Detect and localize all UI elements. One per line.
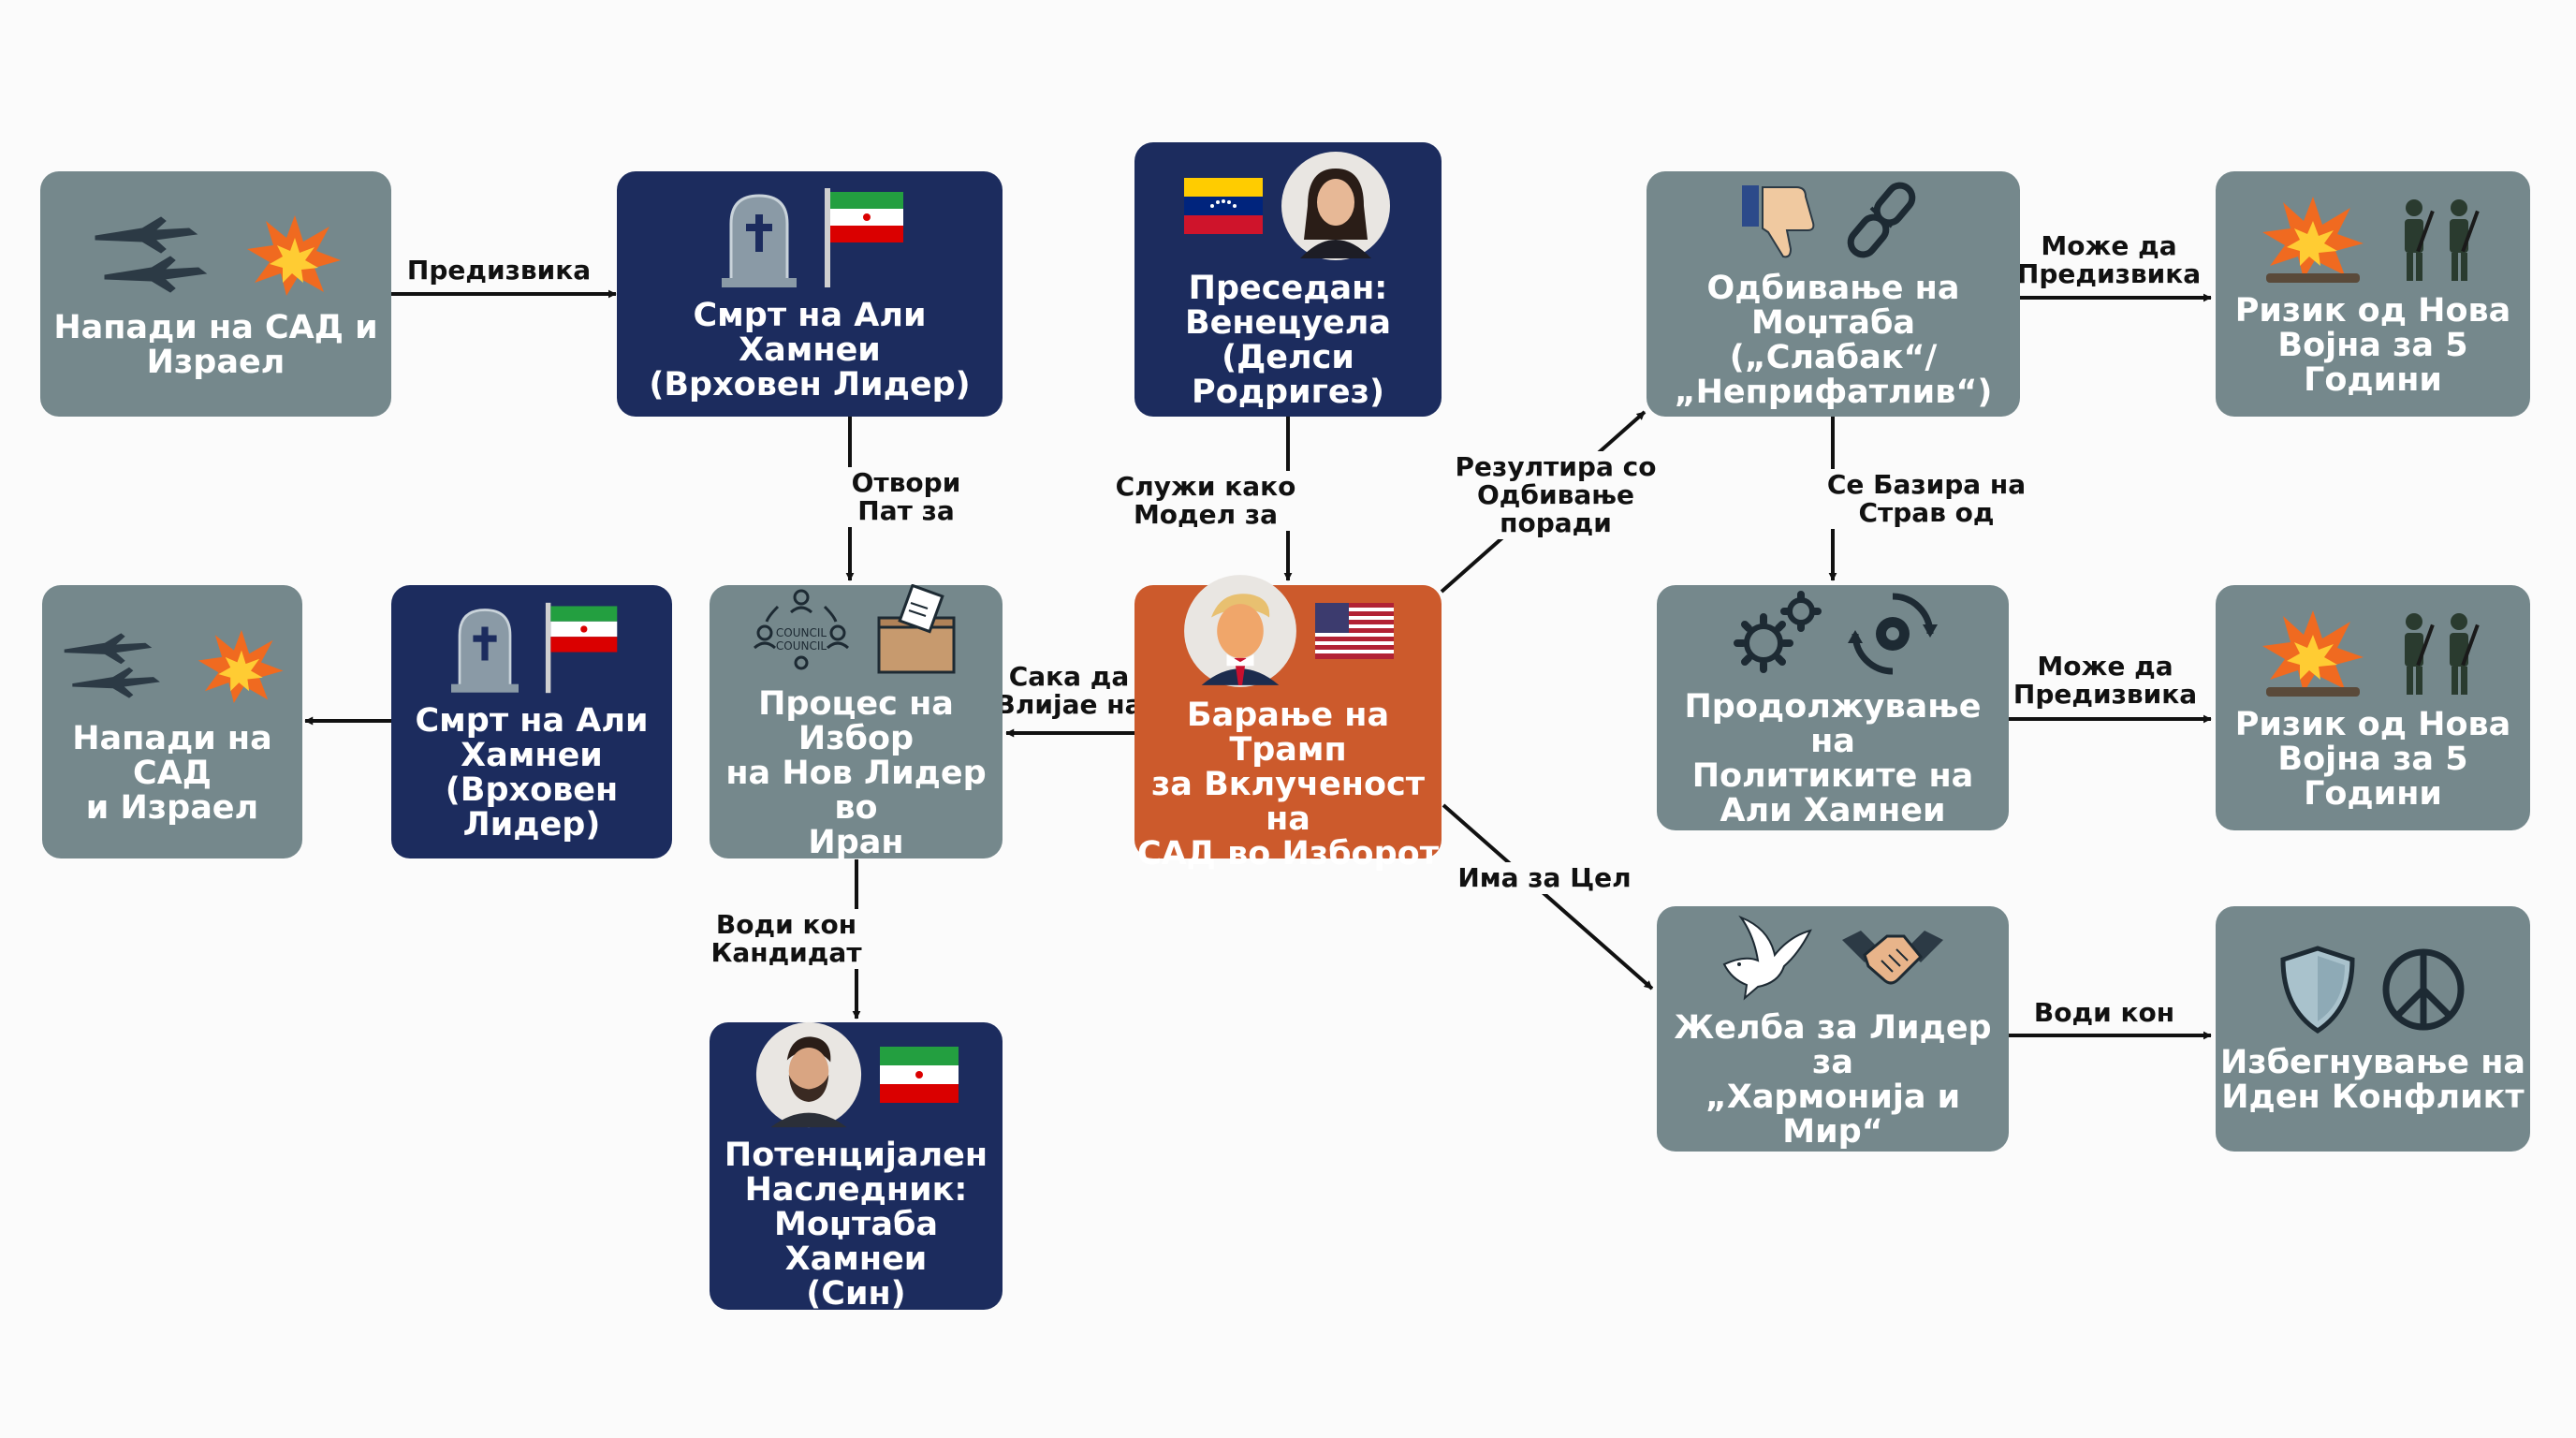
explosion-icon	[2262, 609, 2364, 697]
node-icons	[1182, 573, 1394, 689]
tombstone-icon	[451, 609, 519, 693]
explosion-icon	[246, 215, 341, 296]
tombstone-icon	[722, 193, 797, 287]
edge-label-provokes-top: Предизвика	[402, 255, 595, 286]
soldiers-icon	[2405, 612, 2480, 695]
node-icons	[2276, 943, 2470, 1036]
gears-icon	[1734, 591, 1822, 673]
edge-label-opened-path: Отвори Пат за	[847, 467, 965, 527]
node-khamenei-death-top: Смрт на Али Хамнеи (Врховен Лидер)	[617, 171, 1003, 417]
ballot-box-icon	[877, 583, 955, 673]
node-avoid-conflict: Избегнување на Иден Конфликт	[2216, 906, 2530, 1152]
node-icons	[1726, 587, 1939, 681]
node-label: Напади на САД и Израел	[72, 719, 272, 827]
edge-label-may-provoke-1: Може да Предизвика	[2012, 230, 2205, 290]
node-label: Преседан: Венецуела (Делси Родригез)	[1184, 269, 1392, 411]
node-label: Напади на САД и Израел	[53, 309, 378, 381]
node-label: Избегнување на Иден Конфликт	[2219, 1044, 2526, 1116]
node-harmony-leader-wish: Желба за Лидер за „Хармонија и Мир“	[1657, 906, 2009, 1152]
council-icon: COUNCIL COUNCIL	[753, 589, 849, 669]
node-us-israel-attacks-top: Напади на САД и Израел	[40, 171, 391, 417]
shield-icon	[2280, 946, 2355, 1034]
edge-label-aims-at: Има за Цел	[1454, 862, 1635, 894]
iran-flag-icon	[545, 602, 618, 694]
explosion-icon	[198, 629, 284, 703]
node-khamenei-death-mid: Смрт на Али Хамнеи (Врховен Лидер)	[391, 585, 672, 858]
explosion-icon	[2262, 196, 2364, 283]
node-label: Смрт на Али Хамнеи (Врховен Лидер)	[415, 702, 649, 844]
edge-label-leads-candidate: Води кон Кандидат	[707, 909, 866, 969]
node-war-risk-mid: Ризик од Нова Војна за 5 Години	[2216, 585, 2530, 830]
node-icons	[1736, 178, 1931, 262]
node-label: Потенцијален Наследник: Моџтаба Хамнеи (…	[724, 1137, 988, 1313]
fighter-jets-icon	[64, 632, 160, 698]
edge-label-wants-influence: Сака да Влијае на	[991, 661, 1147, 721]
council-text: COUNCIL	[775, 639, 827, 653]
node-icons	[443, 601, 621, 695]
handshake-icon	[1842, 931, 1943, 985]
node-mojtaba-rejection: Одбивање на Моџтаба („Слабак“/ „Неприфат…	[1647, 171, 2020, 417]
dove-icon	[1722, 915, 1812, 1001]
node-icons	[2257, 605, 2489, 698]
node-label: Барање на Трамп за Вклученост на САД во …	[1136, 696, 1439, 873]
node-policy-continuation: Продолжување на Политиките на Али Хамнеи	[1657, 585, 2009, 830]
node-icons	[1184, 150, 1392, 262]
node-us-israel-attacks-mid: Напади на САД и Израел	[42, 585, 302, 858]
node-icons	[86, 208, 346, 301]
node-icons	[712, 186, 907, 289]
iran-flag-icon	[879, 1047, 959, 1103]
node-label: Желба за Лидер за „Хармонија и Мир“	[1674, 1009, 1992, 1151]
node-label: Ризик од Нова Војна за 5 Години	[2234, 291, 2511, 399]
node-icons	[2257, 191, 2489, 285]
node-potential-successor: Потенцијален Наследник: Моџтаба Хамнеи (…	[710, 1020, 1003, 1313]
edge-label-based-on-fear: Се Базира на Страв од	[1822, 469, 2030, 529]
usa-flag-icon	[1315, 602, 1394, 659]
edge-label-leads-to: Води кон	[2029, 997, 2179, 1029]
node-precedent-venezuela: Преседан: Венецуела (Делси Родригез)	[1134, 142, 1442, 417]
node-icons	[754, 1020, 959, 1129]
node-label: Смрт на Али Хамнеи (Врховен Лидер)	[649, 296, 971, 404]
node-war-risk-top: Ризик од Нова Војна за 5 Години	[2216, 171, 2530, 417]
node-icons: COUNCIL COUNCIL	[750, 583, 963, 678]
node-trump-demand: Барање на Трамп за Вклученост на САД во …	[1134, 574, 1442, 871]
edge-label-serves-as-model: Служи како Модел за	[1111, 471, 1300, 531]
man-portrait-icon	[755, 1021, 861, 1128]
council-text: COUNCIL	[775, 626, 827, 639]
iran-flag-icon	[825, 187, 903, 287]
node-label: Одбивање на Моџтаба („Слабак“/ „Неприфат…	[1674, 270, 1993, 411]
node-label: Ризик од Нова Војна за 5 Години	[2234, 705, 2511, 813]
thumbs-down-icon	[1741, 185, 1814, 258]
edge-aims-at	[1442, 803, 1654, 990]
cycle-gear-icon	[1848, 593, 1938, 675]
node-label: Продолжување на Политиките на Али Хамнеи	[1684, 688, 1982, 829]
trump-portrait-icon	[1184, 574, 1296, 687]
woman-portrait-icon	[1281, 151, 1390, 260]
peace-sign-icon	[2382, 948, 2465, 1031]
broken-chain-icon	[1847, 182, 1915, 258]
venezuela-flag-icon	[1184, 177, 1263, 234]
node-selection-process: COUNCIL COUNCIL Процес на Избор на Нов Л…	[710, 583, 1003, 861]
node-icons	[56, 619, 288, 712]
soldiers-icon	[2405, 198, 2480, 281]
node-label: Процес на Избор на Нов Лидер во Иран	[725, 684, 987, 861]
node-icons	[1717, 908, 1949, 1002]
edge-label-results-rejection: Резултира со Одбивање поради	[1451, 451, 1661, 539]
edge-label-may-provoke-2: Може да Предизвика	[2009, 651, 2202, 711]
fighter-jets-icon	[95, 216, 207, 293]
